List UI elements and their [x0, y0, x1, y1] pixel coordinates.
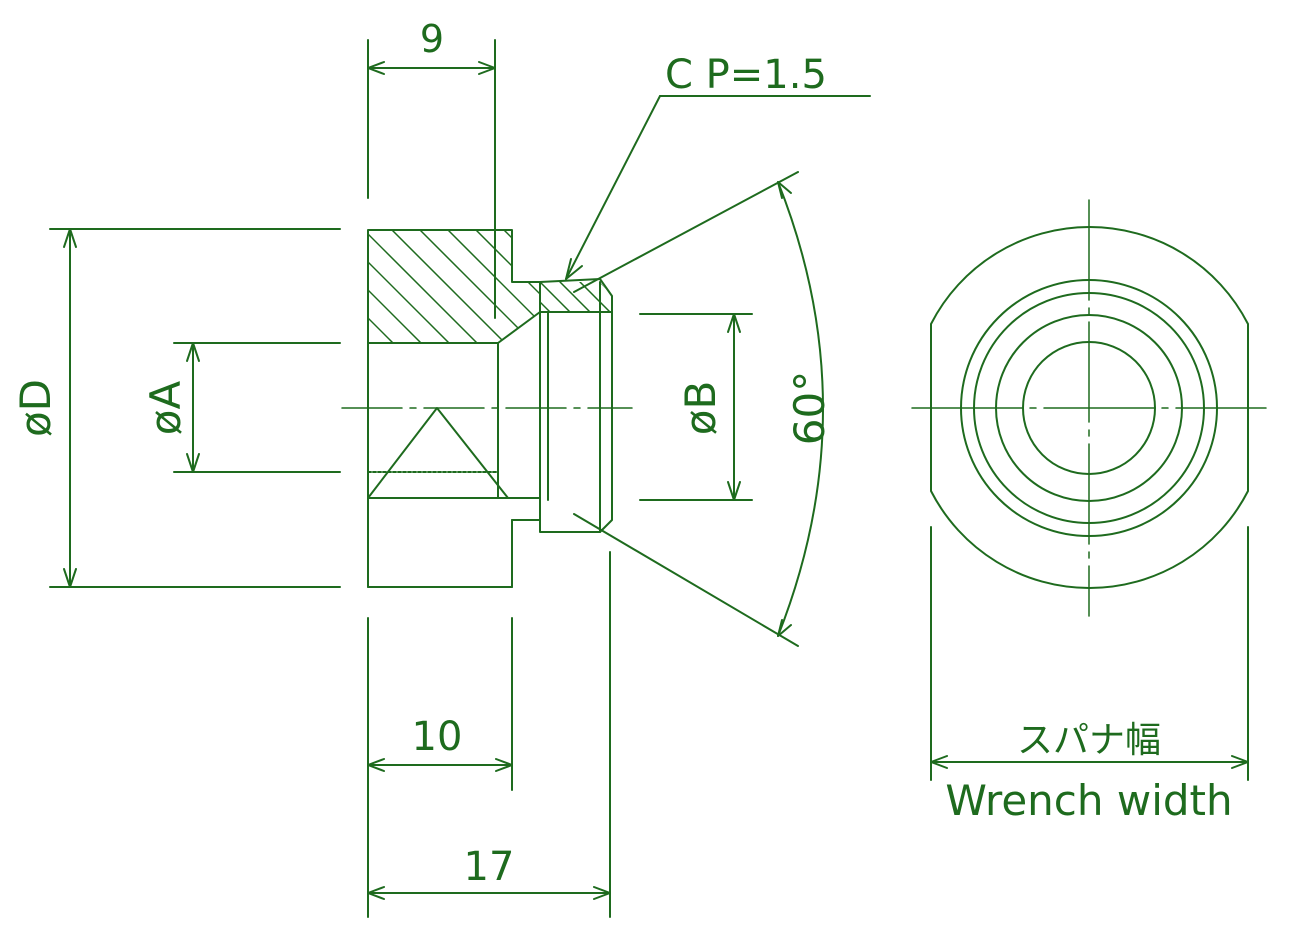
thread-outline — [539, 278, 613, 533]
dim-9-label: 9 — [420, 17, 444, 61]
dim-diameter-d-label: øD — [11, 379, 60, 437]
section-hatch — [368, 230, 540, 343]
front-view — [911, 199, 1267, 617]
drill-point — [367, 407, 509, 499]
dim-diameter-a-label: øA — [141, 381, 190, 436]
dim-17-label: 17 — [464, 844, 515, 890]
hex-outline — [930, 226, 1249, 589]
dim-diameter-b-label: øB — [676, 381, 725, 436]
side-view — [341, 229, 633, 588]
dim-10-label: 10 — [412, 714, 463, 760]
wrench-width-en-label: Wrench width — [945, 776, 1232, 825]
body-outline — [367, 229, 541, 344]
dimension-lines — [49, 39, 1249, 918]
wrench-width-jp-label: スパナ幅 — [1017, 720, 1161, 761]
angle-60-label: 60° — [785, 371, 834, 445]
chamfer-pitch-label: C P=1.5 — [665, 52, 827, 98]
